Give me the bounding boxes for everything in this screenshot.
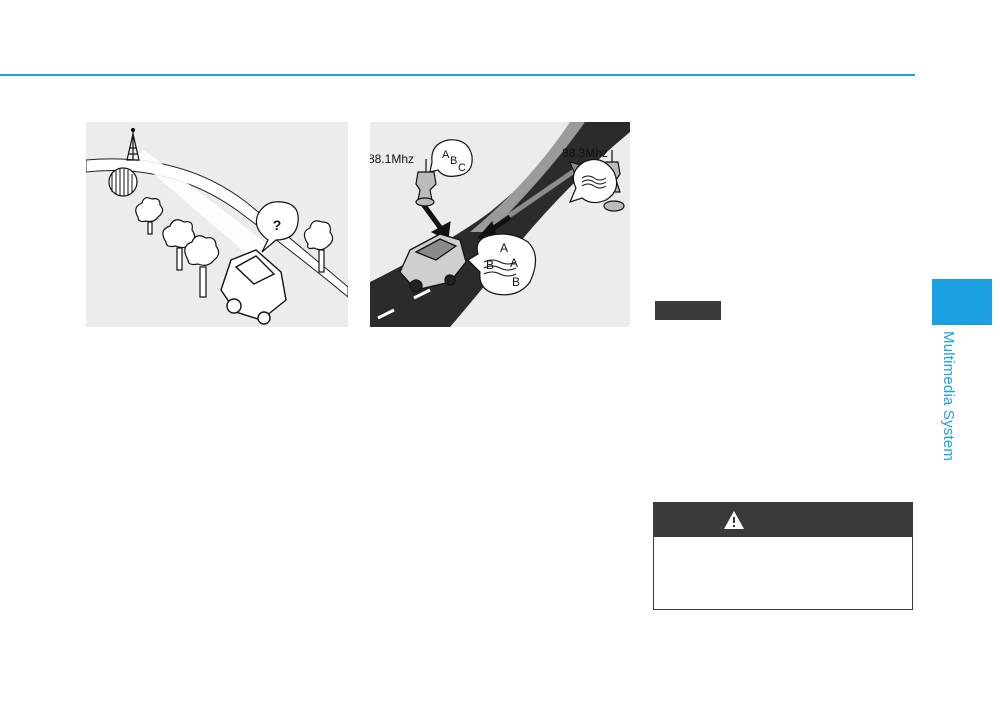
frequency-label-right: 88.3Mhz bbox=[562, 146, 608, 160]
speech-bubble-static bbox=[568, 159, 618, 204]
car-icon bbox=[399, 233, 467, 293]
illustration-frequency-interference: 88.1Mhz 88.3Mhz A B C bbox=[370, 122, 630, 327]
chapter-tab bbox=[932, 279, 992, 325]
warning-header bbox=[654, 503, 912, 537]
bubble-letter-c: C bbox=[458, 162, 466, 174]
car-icon bbox=[220, 249, 287, 325]
chapter-label: Multimedia System bbox=[940, 331, 957, 462]
bubble-question-mark: ? bbox=[273, 217, 282, 233]
warning-box bbox=[653, 502, 913, 610]
radio-tower-icon bbox=[126, 127, 140, 161]
illustration-signal-blocked: ? bbox=[86, 122, 348, 327]
speech-bubble-abc: A B C bbox=[429, 139, 473, 177]
bubble-letter-b2: B bbox=[512, 275, 520, 289]
frequency-label-left: 88.1Mhz bbox=[370, 152, 414, 166]
radio-tower-icon-left bbox=[415, 159, 437, 207]
section-heading-bar bbox=[655, 301, 721, 320]
warning-triangle-icon bbox=[724, 511, 744, 529]
speech-bubble: ? bbox=[255, 201, 299, 253]
header-rule bbox=[0, 74, 915, 76]
speech-bubble-abab: A B A B bbox=[467, 233, 537, 296]
bubble-letter-b1: B bbox=[486, 258, 494, 272]
bubble-letter-a1: A bbox=[500, 241, 508, 255]
bubble-letter-a2: A bbox=[510, 256, 518, 270]
bubble-letter-a: A bbox=[442, 149, 450, 161]
tree-icon bbox=[135, 197, 334, 298]
bubble-letter-b: B bbox=[450, 155, 457, 167]
